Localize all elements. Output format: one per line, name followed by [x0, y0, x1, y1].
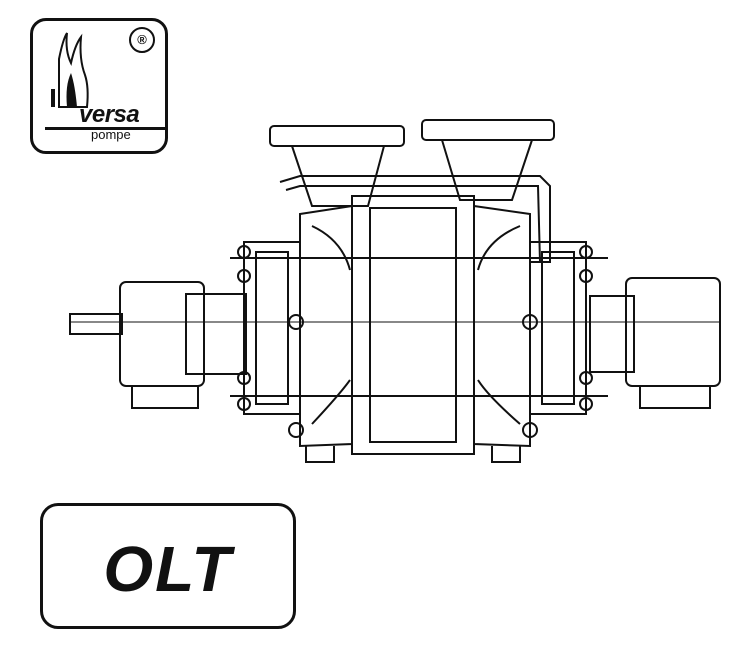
brand-word: versa — [79, 101, 140, 128]
right-foot — [491, 446, 521, 463]
brand-logo: ® versa pompe — [30, 18, 168, 154]
right-stage-casing — [473, 204, 531, 448]
registered-mark: ® — [129, 27, 155, 53]
brand-underline — [45, 127, 165, 130]
discharge-flange — [421, 119, 555, 141]
discharge-nozzle — [441, 139, 533, 201]
brand-subword: pompe — [91, 127, 131, 142]
model-label: OLT — [103, 533, 233, 605]
model-label-box: OLT — [40, 503, 296, 629]
right-bearing-housing — [625, 277, 721, 387]
left-bearing-housing — [119, 281, 205, 387]
shaft-end — [69, 313, 123, 335]
right-end-cover — [529, 241, 587, 415]
flame-icon — [51, 32, 89, 108]
bypass-pipe — [279, 175, 551, 263]
left-foot — [305, 446, 335, 463]
suction-flange — [269, 125, 405, 147]
